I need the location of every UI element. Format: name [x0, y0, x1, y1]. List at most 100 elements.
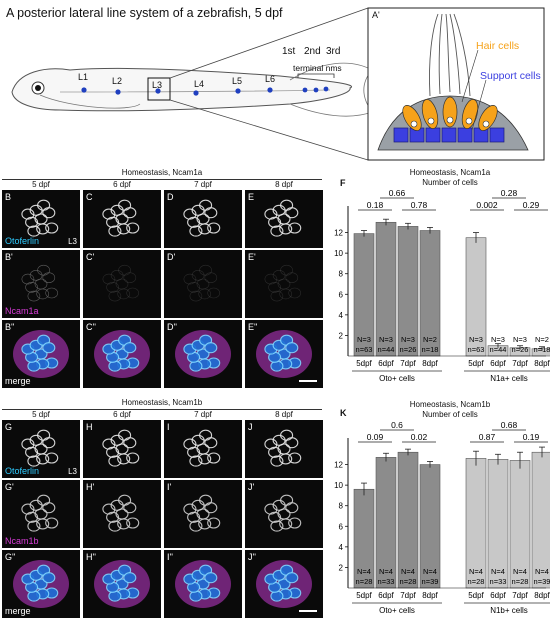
terminal-bracket [297, 73, 335, 78]
cell-cluster [21, 429, 59, 467]
micrograph-panel: H' [83, 480, 161, 548]
micrograph-panel: B''merge [2, 320, 80, 388]
y-tick-label: 8 [339, 502, 344, 511]
hair-cell-pointer [461, 49, 479, 103]
cell-cluster [175, 330, 231, 378]
category-label: 6dpf [490, 359, 506, 368]
y-tick-label: 2 [339, 331, 344, 340]
micrograph-panel: I'' [164, 550, 242, 618]
pvalue-label: 0.29 [523, 200, 540, 210]
ordinal-3rd: 3rd [326, 46, 341, 57]
label-l4: L4 [194, 79, 205, 89]
pvalue-label: 0.87 [479, 432, 496, 442]
neuromast-l2 [115, 89, 121, 95]
panel-label: E [248, 192, 255, 202]
category-label: 7dpf [512, 359, 528, 368]
fish-yolk [39, 94, 141, 109]
day-label: 7 dpf [164, 410, 242, 420]
panel-label: I [167, 422, 170, 432]
panel-label: B [5, 192, 12, 202]
bar-n-label: n=44 [378, 345, 395, 354]
panel-f-letter: F [340, 178, 346, 188]
cell-cluster [94, 330, 150, 378]
y-tick-label: 4 [339, 311, 344, 320]
chart-k: 24681012N=4n=285dpfN=4n=336dpfN=4n=287dp… [334, 420, 550, 615]
category-label: 8dpf [534, 359, 550, 368]
group-label: N1b+ cells [490, 606, 528, 615]
support-cell-pointer [471, 79, 487, 131]
micrograph-panel: E' [245, 250, 323, 318]
cell-cluster [102, 264, 140, 302]
bar-N-label: N=2 [423, 335, 437, 344]
bar-n-label: n=44 [490, 345, 507, 354]
channel-label: Ncam1b [5, 536, 39, 546]
channel-label: merge [5, 376, 31, 386]
scale-bar [299, 380, 317, 382]
micrograph-panel: I' [164, 480, 242, 548]
day-label: 5 dpf [2, 180, 80, 190]
zoom-line-bottom [169, 99, 369, 161]
label-l5: L5 [232, 76, 243, 86]
panel-label: H [86, 422, 93, 432]
channel-label: Otoferlin [5, 466, 40, 476]
panel-label: C [86, 192, 93, 202]
panel-label: I'' [167, 552, 173, 562]
bar-n-label: n=26 [400, 345, 417, 354]
group-label: Oto+ cells [379, 374, 415, 383]
micrograph-panel: J [245, 420, 323, 478]
bar-n-label: n=28 [468, 577, 485, 586]
day-label: 5 dpf [2, 410, 80, 420]
bar-n-label: n=39 [534, 577, 550, 586]
ncam1b-header: Homeostasis, Ncam1b [2, 398, 322, 410]
channel-label: Otoferlin [5, 236, 40, 246]
panel-k-letter: K [340, 408, 347, 418]
ncam1a-header: Homeostasis, Ncam1a [2, 168, 322, 180]
panel-label: H' [86, 482, 95, 492]
group-label: Oto+ cells [379, 606, 415, 615]
fish-fin [289, 62, 373, 117]
panel-label: J' [248, 482, 255, 492]
hair-cells-label: Hair cells [476, 40, 520, 52]
kinocilia-bundle [429, 13, 471, 97]
figure-title: A posterior lateral line system of a zeb… [6, 6, 283, 20]
cell-cluster [13, 330, 69, 378]
category-label: 6dpf [490, 591, 506, 600]
panel-label: H'' [86, 552, 96, 562]
ordinal-2nd: 2nd [304, 46, 321, 57]
panel-label: C' [86, 252, 95, 262]
bar-n-label: n=33 [378, 577, 395, 586]
channel-label: Ncam1a [5, 306, 39, 316]
terminal-nm-3 [323, 86, 329, 92]
panel-label: G'' [5, 552, 16, 562]
bar-N-label: N=3 [401, 335, 415, 344]
bar-N-label: N=2 [535, 335, 549, 344]
label-l1: L1 [78, 72, 89, 82]
y-tick-label: 4 [339, 543, 344, 552]
chart-f-title: Homeostasis, Ncam1a [409, 168, 491, 177]
pvalue-label: 0.02 [411, 432, 428, 442]
panel-label: J'' [248, 552, 256, 562]
category-label: 7dpf [400, 591, 416, 600]
cell-cluster [256, 560, 312, 608]
label-l3: L3 [152, 80, 163, 90]
pvalue-label: 0.68 [501, 420, 518, 430]
micrograph-panel: G'Ncam1b [2, 480, 80, 548]
cell-cluster [183, 494, 221, 532]
terminal-nm-2 [313, 87, 319, 93]
pvalue-label: 0.002 [476, 200, 498, 210]
panel-label: D' [167, 252, 176, 262]
chart-f-subtitle: Number of cells [422, 178, 478, 187]
panel-label: J [248, 422, 253, 432]
neuromast-l1 [81, 87, 87, 93]
micrograph-panel: J' [245, 480, 323, 548]
micrograph-panel: I [164, 420, 242, 478]
cell-cluster [175, 560, 231, 608]
category-label: 5dpf [356, 591, 372, 600]
cell-cluster [183, 429, 221, 467]
panel-a2-letter: A' [372, 10, 380, 20]
y-tick-label: 6 [339, 290, 344, 299]
fish-eye-pupil [35, 85, 41, 91]
group-label: N1a+ cells [490, 374, 528, 383]
hair-cell-nuclei [410, 116, 490, 128]
neuromast-l6 [267, 87, 273, 93]
